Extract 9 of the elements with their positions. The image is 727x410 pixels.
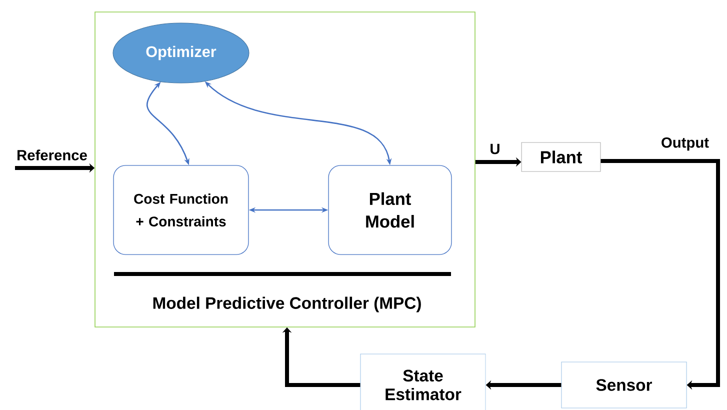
edge-label: U [490,144,500,154]
process-box: State Estimator [360,354,486,410]
edge-label: Reference [18,150,87,160]
process-box: Plant Model [328,165,452,255]
edge-label: Output [662,137,709,151]
process-box: Cost Function + Constraints [113,165,249,255]
arrow [600,159,720,390]
process-box: Sensor [561,362,687,408]
process-box: Plant [521,142,601,172]
